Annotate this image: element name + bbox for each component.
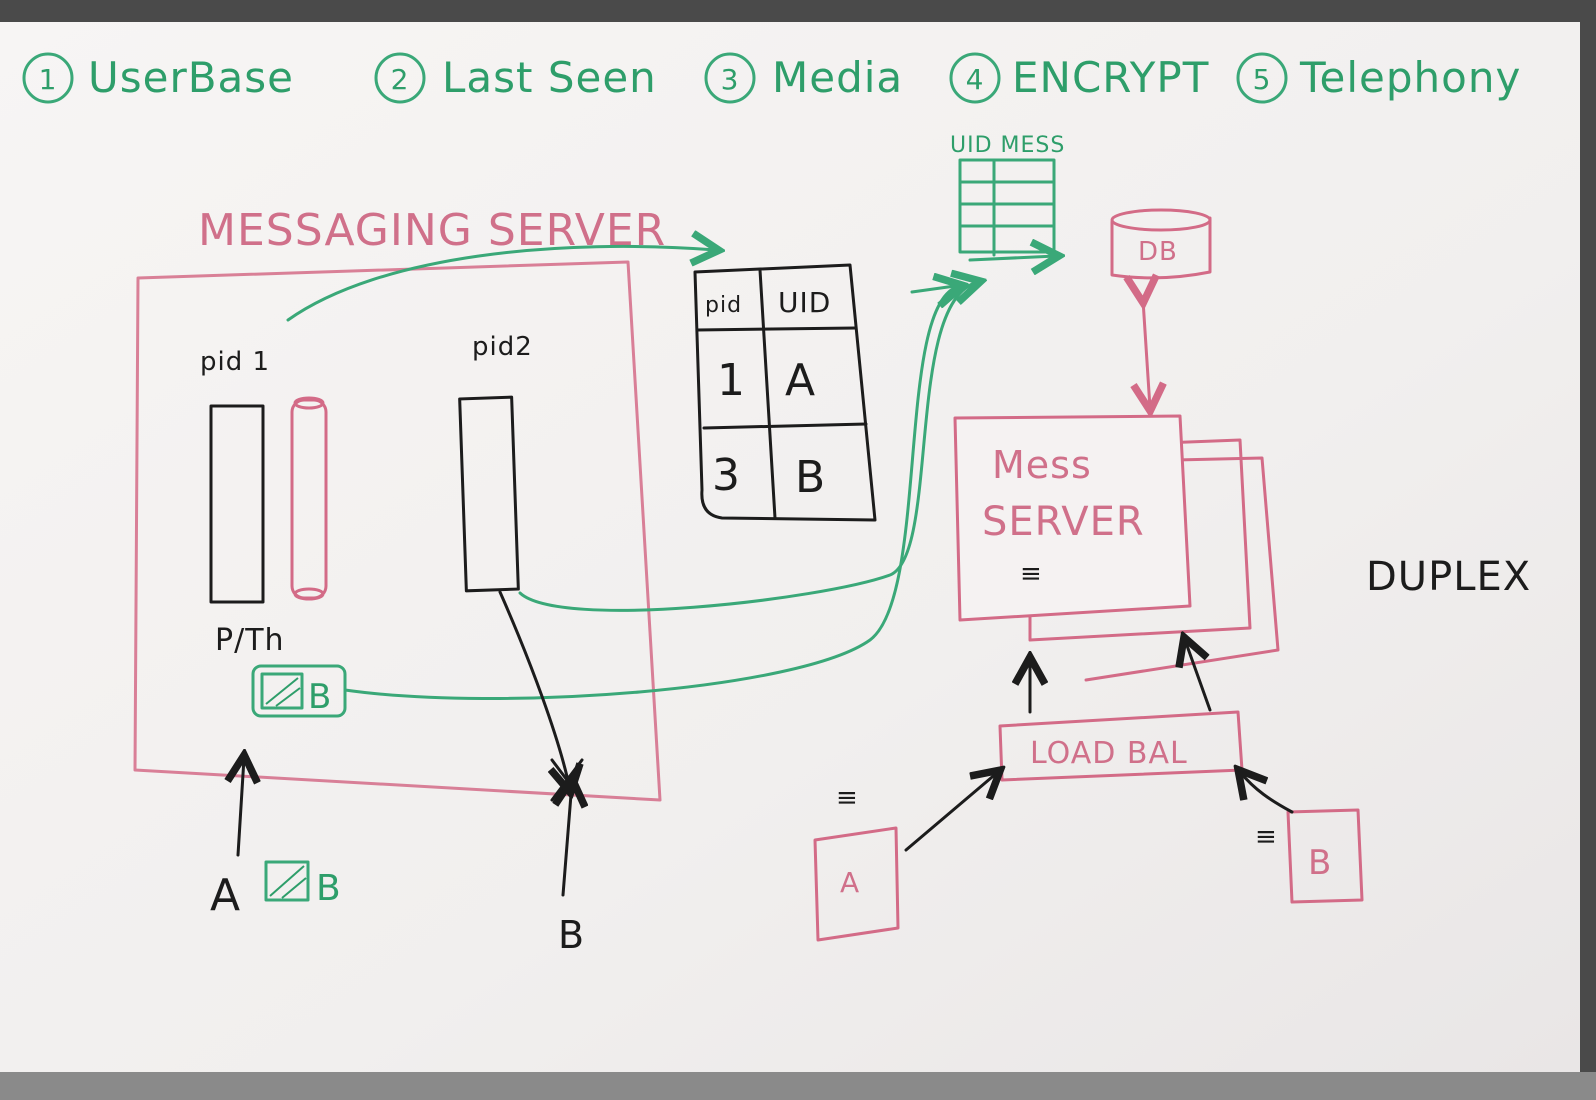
topic-list: 1 UserBase 2 Last Seen 3 Media 4 ENCRYPT… <box>22 52 1521 104</box>
pth-label: P/Th <box>215 623 285 658</box>
client-b-glyph: ≡ <box>1255 822 1278 852</box>
topic-4-num: 4 <box>966 63 985 96</box>
table-header-uid: UID <box>778 286 831 319</box>
arrow-a-to-server <box>238 758 244 857</box>
topic-4-label: ENCRYPT <box>1012 53 1209 102</box>
messaging-server-title: MESSAGING SERVER <box>198 205 666 256</box>
pid1-label: pid 1 <box>200 347 270 377</box>
topic-1-label: UserBase <box>88 53 294 102</box>
client-a-label: A <box>840 866 860 899</box>
left-client-b-label: B <box>558 913 585 957</box>
db-label: DB <box>1138 237 1178 267</box>
pipe-top <box>293 396 325 410</box>
topic-5-circle <box>1236 52 1288 104</box>
pid2-process-bar <box>458 395 520 593</box>
pid2-label: pid2 <box>472 332 533 362</box>
table-row2-pid: 3 <box>712 450 741 501</box>
duplex-label: DUPLEX <box>1366 554 1531 600</box>
mess-server-front <box>953 414 1192 622</box>
pid1-process-bar <box>209 404 265 604</box>
topic-3-circle <box>704 52 756 104</box>
arrow-queue-to-uid-mess <box>343 286 960 700</box>
arrow-lb-to-server-2 <box>1185 640 1212 712</box>
mess-server-line2: SERVER <box>982 499 1145 545</box>
db-top <box>1110 208 1212 232</box>
arrow-pid1-to-table <box>286 246 716 322</box>
messaging-server-box <box>133 260 662 802</box>
client-a-device <box>813 826 900 942</box>
topic-2-num: 2 <box>391 63 410 96</box>
topic-4-circle <box>949 52 1001 104</box>
board-tray <box>0 1072 1596 1100</box>
arrow-pid2-to-b <box>498 590 570 790</box>
pid-uid-table: pid UID 1 A 3 B <box>693 263 877 522</box>
load-balancer-label: LOAD BAL <box>1030 736 1188 771</box>
uid-mess-table <box>958 158 1056 254</box>
arrow-client-b-to-lb <box>1240 772 1294 814</box>
table-row2-uid: B <box>795 452 826 503</box>
topic-5-num: 5 <box>1253 63 1272 96</box>
arrow-tail <box>910 284 957 294</box>
arrow-into-uid-mess <box>968 256 1056 260</box>
client-b-label: B <box>1308 843 1332 883</box>
queued-message-hatch <box>260 672 304 710</box>
table-border <box>693 263 877 522</box>
queued-message-label: B <box>308 677 332 717</box>
mess-server-glyph: ≡ <box>1020 559 1043 589</box>
mess-server-line1: Mess <box>992 443 1092 487</box>
db-link <box>1143 300 1150 408</box>
uid-mess-label: UID MESS <box>950 133 1065 158</box>
left-message-label: B <box>316 868 342 909</box>
client-b-device <box>1286 808 1364 904</box>
arrow-b-to-server <box>563 782 572 897</box>
arrow-client-a-to-lb <box>904 772 998 852</box>
topic-5-label: Telephony <box>1299 53 1521 102</box>
topic-2-circle <box>374 52 426 104</box>
topic-3-num: 3 <box>721 63 740 96</box>
topic-3-label: Media <box>772 53 903 102</box>
cross-mark <box>550 758 584 802</box>
left-message-box <box>264 860 310 902</box>
topic-1-num: 1 <box>39 63 58 96</box>
client-a-glyph: ≡ <box>836 783 859 813</box>
topic-2-label: Last Seen <box>442 53 657 102</box>
table-row1-pid: 1 <box>717 355 746 406</box>
table-header-pid: pid <box>705 293 742 318</box>
table-row1-uid: A <box>785 355 816 406</box>
topic-1-circle <box>22 52 74 104</box>
left-client-a-label: A <box>210 870 241 921</box>
arrow-pid2-to-uid-mess <box>518 282 978 612</box>
pipe-bottom <box>293 587 325 601</box>
